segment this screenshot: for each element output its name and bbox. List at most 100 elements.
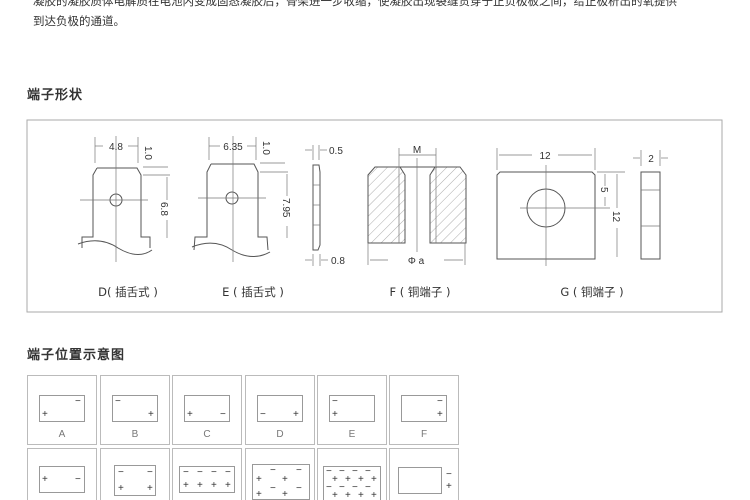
negative-terminal-marker: − xyxy=(270,465,276,476)
negative-terminal-marker: − xyxy=(75,474,81,485)
d-width-label: 4.8 xyxy=(109,142,123,153)
battery-outline xyxy=(179,466,235,493)
negative-terminal-marker: − xyxy=(147,467,153,478)
d-top-label: 1.0 xyxy=(142,146,153,160)
f-diameter-label: Φ a xyxy=(408,256,425,267)
positive-terminal-marker: + xyxy=(282,489,288,500)
battery-outline xyxy=(323,466,381,500)
d-caption: D( 插舌式 ) xyxy=(98,285,158,299)
positive-terminal-marker: + xyxy=(332,409,338,420)
positive-terminal-marker: + xyxy=(42,409,48,420)
terminal-positions-heading: 端子位置示意图 xyxy=(27,348,126,363)
negative-terminal-marker: − xyxy=(446,469,452,480)
positive-terminal-marker: + xyxy=(293,409,299,420)
position-label: C xyxy=(203,429,211,440)
battery-outline xyxy=(39,466,85,493)
d-height-label: 6.8 xyxy=(158,202,169,216)
positive-terminal-marker: + xyxy=(371,474,377,485)
negative-terminal-marker: − xyxy=(75,396,81,407)
terminal-shapes-heading: 端子形状 xyxy=(27,88,84,103)
position-label: E xyxy=(348,429,356,440)
terminal-position-cell: −−++−−++ xyxy=(245,448,315,500)
battery-outline xyxy=(401,395,447,422)
positive-terminal-marker: + xyxy=(211,480,217,491)
position-label: D xyxy=(276,429,284,440)
negative-terminal-marker: − xyxy=(339,466,345,477)
g-hole-offset-label: 5 xyxy=(598,187,609,193)
position-label: A xyxy=(58,429,66,440)
terminal-f-drawing: M Φ a F ( 铜端子 ) xyxy=(367,145,467,299)
terminal-position-cell: − + A xyxy=(27,375,97,445)
negative-terminal-marker: − xyxy=(326,466,332,477)
terminal-position-cell: −−−−++++−−−−++++ xyxy=(317,448,387,500)
positive-terminal-marker: + xyxy=(256,489,262,500)
positive-terminal-marker: + xyxy=(332,490,338,500)
terminal-position-cell: − + B xyxy=(100,375,170,445)
terminal-position-cell: +−C xyxy=(172,375,242,445)
negative-terminal-marker: − xyxy=(211,467,217,478)
positive-terminal-marker: + xyxy=(197,480,203,491)
positive-terminal-marker: + xyxy=(345,490,351,500)
negative-terminal-marker: − xyxy=(296,483,302,494)
battery-outline xyxy=(184,395,230,422)
positive-terminal-marker: + xyxy=(147,483,153,494)
positive-terminal-marker: + xyxy=(282,474,288,485)
g-caption: G ( 铜端子 ) xyxy=(560,285,623,299)
f-caption: F ( 铜端子 ) xyxy=(389,285,450,299)
g-width-label: 12 xyxy=(539,151,551,162)
terminal-e-drawing: 6.35 1.0 7.95 0.5 0.8 E ( 插舌式 ) xyxy=(191,136,345,299)
negative-terminal-marker: − xyxy=(326,482,332,493)
positive-terminal-marker: + xyxy=(358,490,364,500)
battery-outline xyxy=(39,395,85,422)
negative-terminal-marker: − xyxy=(339,482,345,493)
positive-terminal-marker: + xyxy=(256,474,262,485)
intro-text-line-2: 到达负极的通道。 xyxy=(33,14,125,28)
negative-terminal-marker: − xyxy=(365,482,371,493)
negative-terminal-marker: − xyxy=(225,467,231,478)
terminal-position-cell: +− xyxy=(27,448,97,500)
position-label: F xyxy=(420,429,428,440)
battery-outline xyxy=(329,395,375,422)
terminal-position-cell: − + F xyxy=(389,375,459,445)
terminal-position-cell: − + D xyxy=(245,375,315,445)
positive-terminal-marker: + xyxy=(42,474,48,485)
negative-terminal-marker: − xyxy=(115,396,121,407)
e-height-label: 7.95 xyxy=(280,198,291,218)
diagram-frame xyxy=(26,119,723,313)
negative-terminal-marker: − xyxy=(270,483,276,494)
e-caption: E ( 插舌式 ) xyxy=(222,285,284,299)
terminal-position-cell: − + E xyxy=(317,375,387,445)
positive-terminal-marker: + xyxy=(371,490,377,500)
negative-terminal-marker: − xyxy=(197,467,203,478)
negative-terminal-marker: − xyxy=(332,396,338,407)
negative-terminal-marker: − xyxy=(183,467,189,478)
intro-text-line-1: 凝胶的凝胶质体电解质在电池内变成固态凝胶后，骨架进一步收缩，使凝胶出现裂缝贯穿于… xyxy=(33,0,677,8)
terminal-g-drawing: 12 5 12 2 G ( 铜端子 ) xyxy=(496,148,668,299)
positive-terminal-marker: + xyxy=(187,409,193,420)
negative-terminal-marker: − xyxy=(296,465,302,476)
positive-terminal-marker: + xyxy=(446,481,452,492)
positive-terminal-marker: + xyxy=(345,474,351,485)
terminal-position-cell: −−++ xyxy=(100,448,170,500)
positive-terminal-marker: + xyxy=(437,409,443,420)
negative-terminal-marker: − xyxy=(365,466,371,477)
positive-terminal-marker: + xyxy=(358,474,364,485)
battery-outline xyxy=(398,467,442,494)
negative-terminal-marker: − xyxy=(260,409,266,420)
g-thickness-label: 2 xyxy=(648,154,654,165)
terminal-position-cell: −+ xyxy=(389,448,459,500)
battery-outline xyxy=(257,395,303,422)
e-thickness-bottom-label: 0.8 xyxy=(331,256,345,267)
negative-terminal-marker: − xyxy=(352,466,358,477)
g-height-label: 12 xyxy=(610,211,621,223)
negative-terminal-marker: − xyxy=(437,396,443,407)
positive-terminal-marker: + xyxy=(148,409,154,420)
e-thickness-top-label: 0.5 xyxy=(329,146,343,157)
e-top-label: 1.0 xyxy=(260,141,271,155)
negative-terminal-marker: − xyxy=(118,467,124,478)
terminal-d-drawing: 4.8 1.0 6.8 D( 插舌式 ) xyxy=(77,136,170,299)
position-label: B xyxy=(131,429,139,440)
terminal-position-cell: −−−−++++ xyxy=(172,448,242,500)
